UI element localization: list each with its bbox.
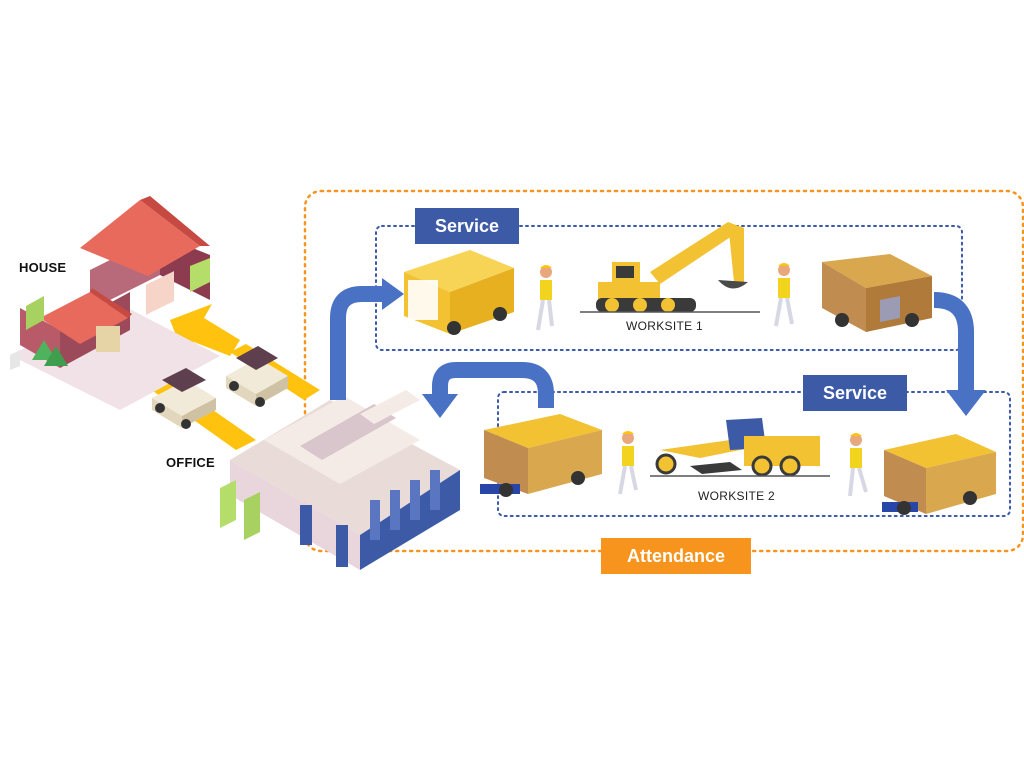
- van-yellow-worksite-1: [404, 250, 514, 335]
- motor-grader: [655, 418, 820, 477]
- office-label: OFFICE: [166, 455, 215, 470]
- car-1: [152, 368, 216, 429]
- worker-3: [618, 431, 638, 495]
- worker-4: [848, 433, 868, 497]
- van-brown-worksite-2-left: [480, 414, 602, 497]
- flow-arrow-worksite-2-to-office: [422, 362, 554, 418]
- worker-2: [774, 263, 794, 327]
- attendance-tag: Attendance: [601, 538, 751, 574]
- car-2: [226, 346, 288, 407]
- excavator: [596, 222, 748, 312]
- office-illustration: [220, 390, 460, 570]
- house-illustration: [10, 196, 220, 410]
- van-brown-worksite-2-right: [882, 434, 996, 515]
- flow-arrow-worksite-1-to-worksite-2: [933, 292, 986, 416]
- service-tag-bottom: Service: [803, 375, 907, 411]
- van-brown-worksite-1: [822, 254, 932, 332]
- house-label: HOUSE: [19, 260, 67, 275]
- flow-arrow-office-to-worksite-1: [330, 278, 404, 400]
- worksite-1-label: WORKSITE 1: [626, 319, 704, 333]
- worker-1: [536, 265, 554, 331]
- worksite-2-label: WORKSITE 2: [698, 489, 776, 503]
- service-tag-top: Service: [415, 208, 519, 244]
